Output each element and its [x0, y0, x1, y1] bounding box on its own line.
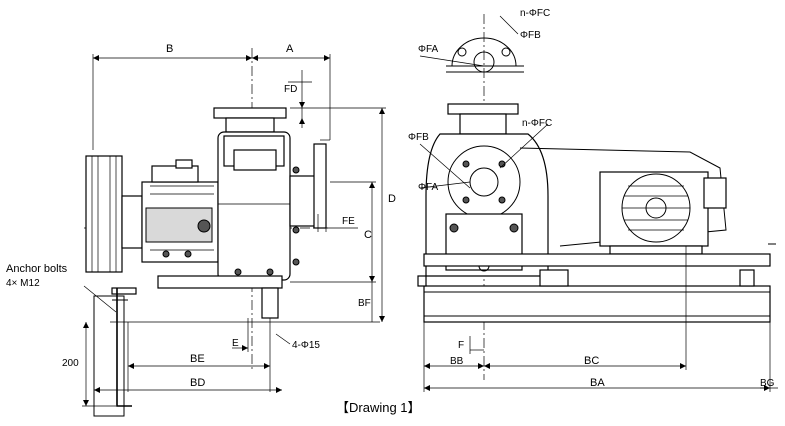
dim-label-E: E [232, 338, 239, 349]
pump-motor-front-view [417, 14, 778, 392]
flange-top-nFC-label: n-ΦFC [520, 8, 550, 19]
dim-label-200: 200 [62, 358, 79, 369]
pump-side-view [82, 48, 386, 417]
dim-label-BA: BA [590, 377, 605, 389]
dim-label-A: A [286, 43, 294, 55]
anchor-bolts-title: Anchor bolts [6, 263, 68, 275]
hole-spec-label: 4-Φ15 [292, 340, 320, 351]
flange-top-FA-label: ΦFA [418, 44, 439, 55]
drawing-caption: 【Drawing 1】 [336, 400, 421, 415]
dim-label-C: C [364, 229, 372, 241]
dim-label-BD: BD [190, 377, 205, 389]
dim-label-B: B [166, 43, 173, 55]
dim-label-FD: FD [284, 84, 297, 95]
dim-label-BE: BE [190, 353, 205, 365]
dim-label-BG: BG [760, 378, 775, 389]
casing-FA-label: ΦFA [418, 182, 439, 193]
dim-label-BC: BC [584, 355, 599, 367]
dim-label-BF: BF [358, 298, 371, 309]
anchor-bolts-spec: 4× M12 [6, 278, 40, 289]
dim-label-D: D [388, 193, 396, 205]
casing-nFC-label: n-ΦFC [522, 118, 552, 129]
casing-FB-label: ΦFB [408, 132, 429, 143]
dim-label-BB: BB [450, 356, 464, 367]
dim-label-F: F [458, 340, 464, 351]
flange-top-FB-label: ΦFB [520, 30, 541, 41]
dim-label-FE: FE [342, 216, 355, 227]
